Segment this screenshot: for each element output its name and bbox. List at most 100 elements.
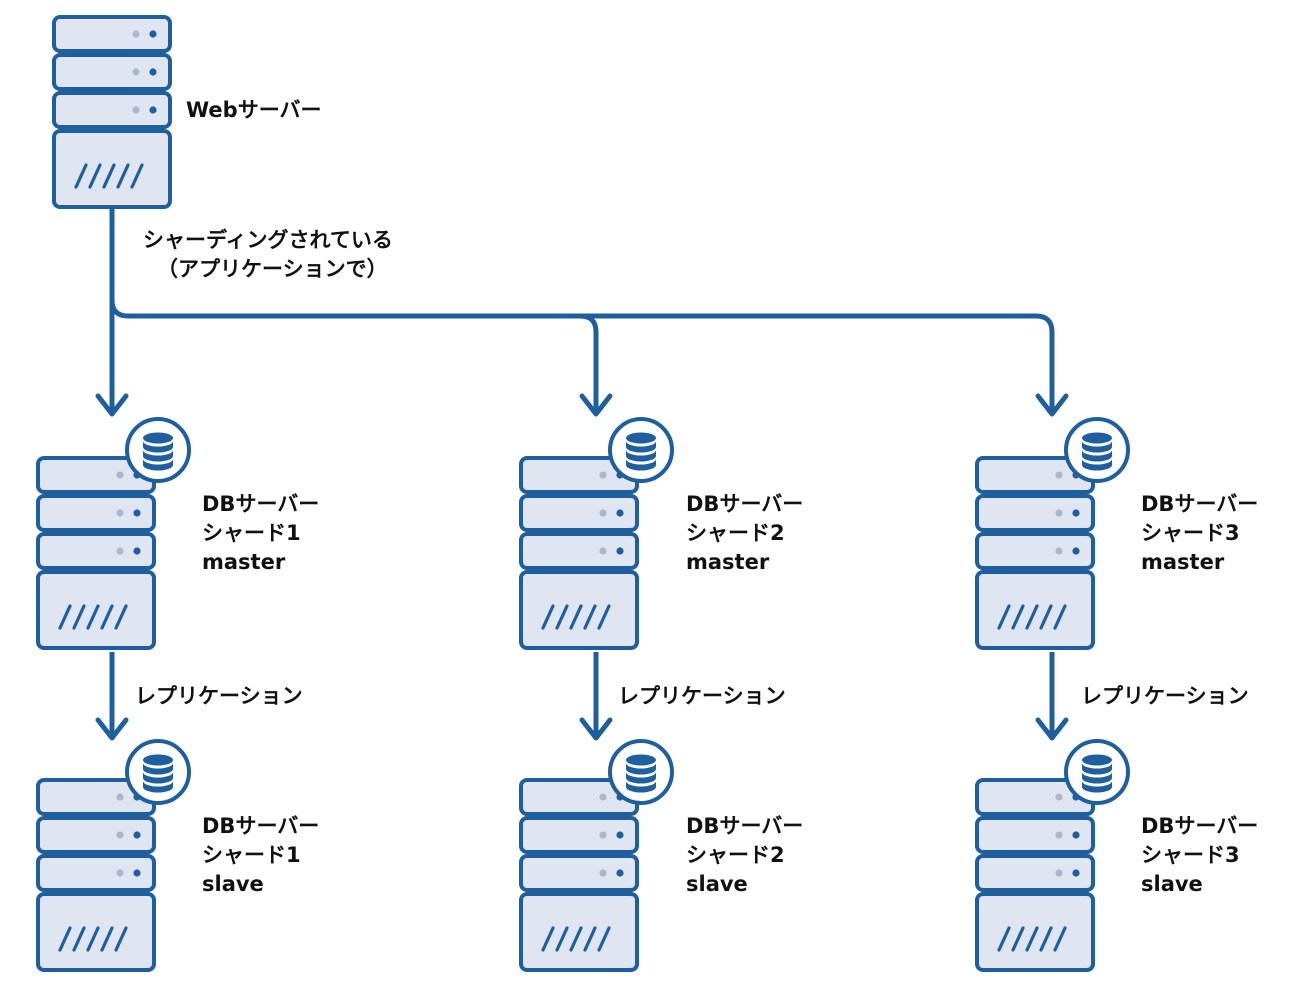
- arrow-down-icon: [579, 717, 613, 741]
- shard2-slave-label: DBサーバー シャード2 slave: [686, 812, 803, 899]
- vent-slash: [86, 604, 100, 630]
- db-slave-server-shard2: [519, 739, 674, 972]
- indicator-dot: [132, 30, 140, 38]
- database-badge-icon: [608, 739, 674, 805]
- shard2-master-line1: DBサーバー: [686, 492, 804, 516]
- connectors: [95, 208, 1069, 741]
- indicator-dot: [599, 471, 607, 479]
- sharding-label: シャーディングされている （アプリケーションで）: [143, 226, 393, 284]
- shard2-slave-line1: DBサーバー: [686, 814, 804, 838]
- vent-slash: [100, 926, 114, 952]
- vent-slash: [997, 926, 1011, 952]
- vent-slash: [1053, 604, 1067, 630]
- database-badge-icon: [1064, 739, 1130, 805]
- indicator-dot: [1055, 509, 1063, 517]
- vent-slash: [74, 163, 88, 189]
- indicator-dot: [599, 547, 607, 555]
- shard2-master-line2: シャード2: [686, 521, 785, 545]
- database-badge-icon: [1064, 417, 1130, 483]
- server-unit: [975, 494, 1095, 532]
- indicator-dot: [599, 831, 607, 839]
- sharding-connector-shard3: [580, 313, 1055, 412]
- vent-slash: [1025, 926, 1039, 952]
- vent-slash: [72, 604, 86, 630]
- vent-slash: [58, 604, 72, 630]
- indicator-dot: [116, 831, 124, 839]
- indicator-dot: [616, 547, 624, 555]
- shard3-slave-line1: DBサーバー: [1141, 814, 1259, 838]
- arrow-down-icon: [1035, 717, 1069, 741]
- indicator-dot: [1055, 471, 1063, 479]
- shard1-master-label: DBサーバー シャード1 master: [202, 490, 319, 577]
- vent-slash: [1025, 604, 1039, 630]
- vent-slash: [555, 604, 569, 630]
- sharding-label-line2: （アプリケーションで）: [157, 257, 388, 281]
- indicator-dot: [149, 30, 157, 38]
- db-slave-server-shard3: [975, 739, 1130, 972]
- indicator-dot: [133, 547, 141, 555]
- indicator-dot: [1072, 547, 1080, 555]
- database-badge-icon: [125, 739, 191, 805]
- indicator-dot: [599, 869, 607, 877]
- server-unit: [36, 532, 156, 570]
- vent-slash: [569, 926, 583, 952]
- server-unit: [36, 854, 156, 892]
- shard3-replication-text: レプリケーション: [1081, 684, 1249, 708]
- database-badge-icon: [125, 417, 191, 483]
- vent-slash: [1053, 926, 1067, 952]
- vent-slash: [541, 926, 555, 952]
- vent-slash: [1011, 604, 1025, 630]
- shard2-master-label: DBサーバー シャード2 master: [686, 490, 803, 577]
- shard3-slave-line2: シャード3: [1141, 843, 1240, 867]
- server-unit: [36, 494, 156, 532]
- server-unit: [975, 816, 1095, 854]
- indicator-dot: [116, 869, 124, 877]
- vent-slash: [130, 163, 144, 189]
- arrow-down-icon: [95, 393, 129, 417]
- shard2-master-line3: master: [686, 550, 770, 574]
- indicator-dot: [599, 793, 607, 801]
- vent-slash: [100, 604, 114, 630]
- shard1-slave-line2: シャード1: [202, 843, 301, 867]
- shard1-master-line1: DBサーバー: [202, 492, 320, 516]
- server-unit: [975, 532, 1095, 570]
- shard3-master-line3: master: [1141, 550, 1225, 574]
- indicator-dot: [1055, 869, 1063, 877]
- shard1-master-line2: シャード1: [202, 521, 301, 545]
- indicator-dot: [149, 68, 157, 76]
- indicator-dot: [116, 471, 124, 479]
- vent-slash: [597, 604, 611, 630]
- vent-slash: [541, 604, 555, 630]
- sharding-label-line1: シャーディングされている: [143, 228, 393, 252]
- indicator-dot: [1072, 869, 1080, 877]
- server-unit: [52, 15, 172, 53]
- server-unit: [36, 816, 156, 854]
- shard3-master-label: DBサーバー シャード3 master: [1141, 490, 1258, 577]
- server-unit: [519, 494, 639, 532]
- indicator-dot: [133, 831, 141, 839]
- shard3-master-line1: DBサーバー: [1141, 492, 1259, 516]
- server-unit: [52, 53, 172, 91]
- indicator-dot: [1055, 547, 1063, 555]
- shard3-master-line2: シャード3: [1141, 521, 1240, 545]
- server-unit: [519, 854, 639, 892]
- vent-slash: [1039, 604, 1053, 630]
- vent-slash: [72, 926, 86, 952]
- indicator-dot: [1072, 831, 1080, 839]
- vent-slash: [114, 604, 128, 630]
- shard1-replication-label: レプリケーション: [135, 682, 303, 711]
- db-master-server-shard3: [975, 417, 1130, 650]
- vent-slash: [583, 604, 597, 630]
- shard2-slave-line2: シャード2: [686, 843, 785, 867]
- db-master-server-shard1: [36, 417, 191, 650]
- indicator-dot: [133, 869, 141, 877]
- indicator-dot: [116, 793, 124, 801]
- arrow-down-icon: [95, 717, 129, 741]
- shard3-replication-label: レプリケーション: [1081, 682, 1249, 711]
- indicator-dot: [1055, 793, 1063, 801]
- servers: [36, 15, 1130, 972]
- db-master-server-shard2: [519, 417, 674, 650]
- vent-slash: [555, 926, 569, 952]
- vent-slash: [86, 926, 100, 952]
